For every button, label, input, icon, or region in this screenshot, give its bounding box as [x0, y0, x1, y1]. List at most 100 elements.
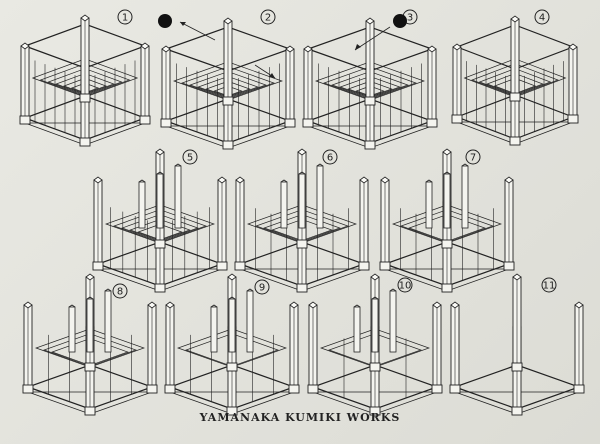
corner-post-right — [146, 301, 158, 394]
corner-post-left — [302, 45, 314, 128]
inner-ring — [197, 76, 259, 98]
stick-piece — [316, 165, 324, 229]
inner-ring — [355, 85, 385, 97]
step-4-figure — [451, 15, 579, 146]
corner-post-right — [567, 43, 579, 124]
stick-piece — [298, 173, 306, 229]
stick-piece — [210, 306, 218, 353]
inner-ring — [173, 61, 283, 101]
stick-piece — [425, 181, 433, 229]
step-label: 6 — [327, 153, 333, 164]
inner-ring — [331, 71, 409, 99]
corner-post-right — [358, 176, 370, 271]
step-label: 8 — [117, 287, 123, 298]
step-label: 11 — [543, 281, 556, 292]
corner-post-right — [431, 301, 443, 394]
corner-post-back — [509, 15, 521, 102]
corner-post-back — [222, 17, 234, 106]
step-10-number: 10 — [397, 277, 413, 293]
stick-piece — [68, 306, 76, 353]
step-label: 10 — [399, 281, 412, 292]
step-label: 9 — [259, 283, 265, 294]
corner-post-back — [364, 17, 376, 106]
inner-ring — [315, 61, 425, 101]
corner-post-right — [139, 42, 151, 125]
inner-ring — [213, 85, 243, 97]
inner-ring — [271, 219, 333, 241]
step-4-number: 4 — [534, 9, 550, 25]
step-3-figure — [302, 17, 438, 150]
corner-post-right — [503, 176, 515, 271]
inner-ring — [205, 80, 251, 98]
corner-post-left — [234, 176, 246, 271]
step-label: 3 — [407, 13, 413, 24]
removal-marker-step-3 — [354, 14, 407, 51]
step-6-figure — [234, 148, 370, 293]
inner-ring — [347, 80, 393, 98]
stick-piece — [246, 290, 254, 353]
step-11-number: 11 — [541, 277, 557, 293]
stick-piece — [371, 298, 379, 353]
inner-ring — [471, 63, 559, 97]
corner-post-left — [307, 301, 319, 394]
stick-piece — [353, 306, 361, 353]
stick-piece — [443, 173, 451, 229]
inner-ring — [31, 58, 139, 98]
inner-ring — [486, 73, 544, 95]
inner-ring — [323, 66, 417, 100]
step-label: 4 — [539, 13, 545, 24]
inner-ring — [189, 71, 267, 99]
stick-piece — [156, 173, 164, 229]
corner-post-left — [160, 45, 172, 128]
step-10-figure — [307, 273, 443, 416]
step-9-number: 9 — [254, 279, 270, 295]
corner-post-left — [22, 301, 34, 394]
step-9-figure — [164, 273, 300, 416]
step-6-number: 6 — [322, 149, 338, 165]
inner-ring — [39, 63, 131, 97]
step-7-number: 7 — [465, 149, 481, 165]
step-1-figure — [19, 14, 151, 147]
step-8-figure — [22, 273, 158, 416]
step-7-figure — [379, 148, 515, 293]
inner-ring — [47, 68, 123, 96]
corner-post-left — [92, 176, 104, 271]
corner-post-left — [164, 301, 176, 394]
stick-piece — [228, 298, 236, 353]
corner-post-right — [216, 176, 228, 271]
step-label: 2 — [265, 13, 271, 24]
stick-piece — [389, 290, 397, 353]
inner-ring — [339, 76, 401, 98]
inner-ring — [129, 219, 191, 241]
stick-piece — [138, 181, 146, 229]
corner-post-left — [19, 42, 31, 125]
step-5-number: 5 — [182, 149, 198, 165]
corner-post-left — [451, 43, 463, 124]
inner-ring — [263, 214, 341, 242]
step-5-figure — [92, 148, 228, 293]
stick-piece — [461, 165, 469, 229]
corner-post-left — [379, 176, 391, 271]
inner-ring — [408, 214, 486, 242]
footer-credit: YAMANAKA KUMIKI WORKS — [199, 411, 401, 424]
step-label: 5 — [187, 153, 193, 164]
step-2-number: 2 — [260, 9, 276, 25]
inner-ring — [493, 77, 537, 95]
inner-ring — [478, 68, 552, 96]
step-2-figure — [160, 17, 296, 150]
stick-piece — [86, 298, 94, 353]
step-label: 7 — [470, 153, 476, 164]
step-1-number: 1 — [117, 9, 133, 25]
corner-post-right — [573, 301, 585, 394]
corner-post-back — [511, 273, 523, 372]
step-label: 1 — [122, 13, 128, 24]
corner-post-right — [288, 301, 300, 394]
inner-ring — [181, 66, 275, 100]
step-11-figure — [449, 273, 585, 416]
stick-piece — [174, 165, 182, 229]
inner-ring — [463, 58, 567, 98]
corner-post-back — [79, 14, 91, 103]
inner-ring — [55, 73, 115, 95]
